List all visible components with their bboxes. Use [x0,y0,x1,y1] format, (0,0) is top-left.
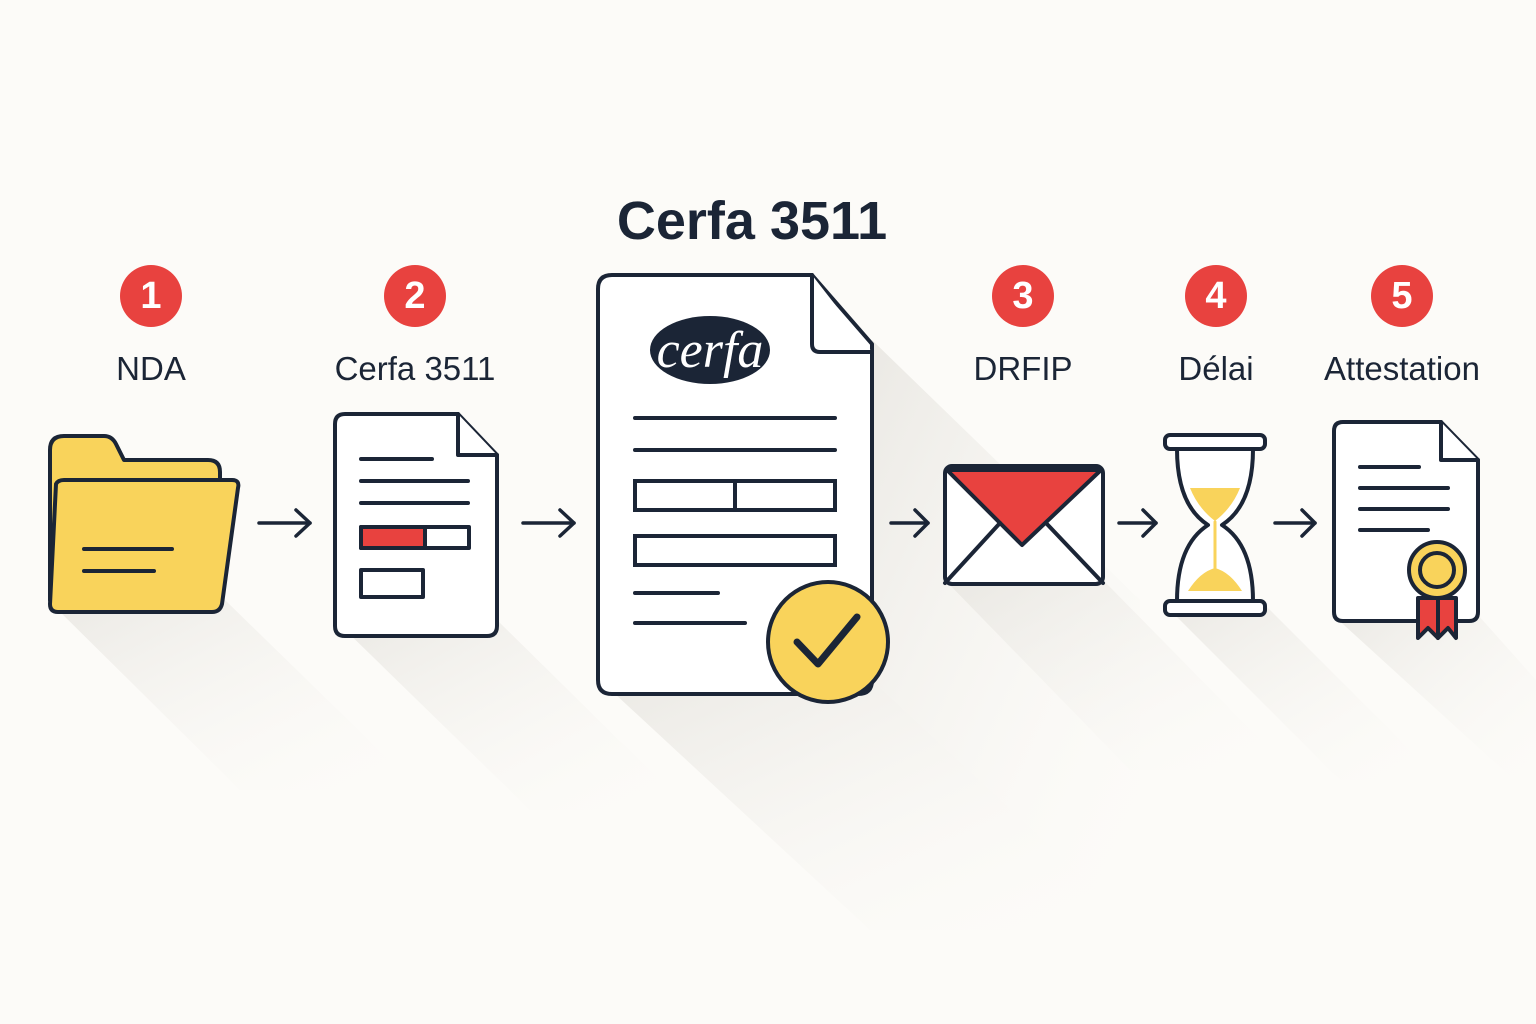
certificate-icon [1332,420,1480,640]
step-1-badge: 1 [120,265,182,327]
form-document-icon [333,412,499,638]
step-2-label: Cerfa 3511 [334,350,496,387]
diagram-title: Cerfa 3511 [616,191,888,251]
step-5-badge: 5 [1371,265,1433,327]
folder-icon [48,434,241,614]
step-4-label: Délai [1178,350,1254,387]
long-shadows [48,340,1536,930]
step-4-badge: 4 [1185,265,1247,327]
check-badge-icon [766,580,890,704]
arrow-1-icon [257,508,312,538]
hourglass-icon [1163,433,1267,617]
envelope-icon [943,464,1105,586]
step-1-label: NDA [116,350,186,387]
arrow-4-icon [1117,508,1158,538]
step-3-label: DRFIP [973,350,1073,387]
step-5-label: Attestation [1324,350,1480,387]
step-2-badge: 2 [384,265,446,327]
arrow-5-icon [1273,508,1317,538]
arrow-3-icon [889,508,930,538]
arrow-2-icon [521,508,576,538]
flow-arrows [257,508,1317,538]
step-3-badge: 3 [992,265,1054,327]
validated-document-icon: cerfa [596,273,890,704]
cerfa-logo-text: cerfa [657,322,764,379]
cerfa-logo [650,316,770,384]
